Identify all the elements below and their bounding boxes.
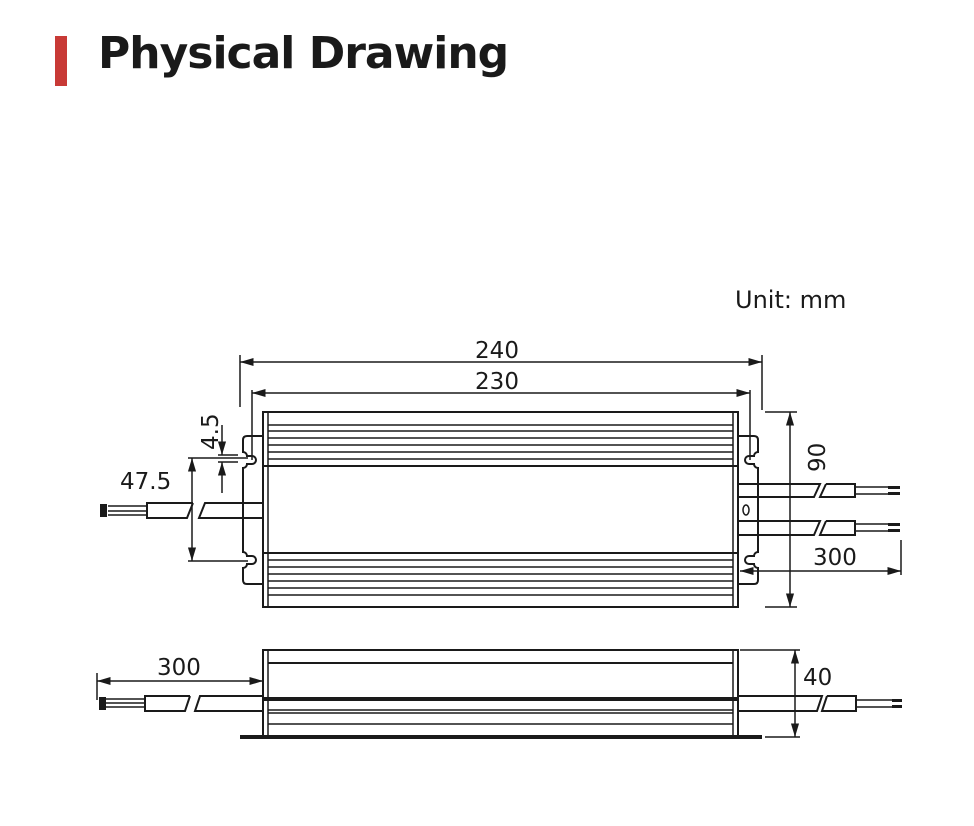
housing-side xyxy=(240,649,762,739)
dimension-47-5: 47.5 xyxy=(120,457,248,562)
input-cable-left xyxy=(100,502,263,519)
dimension-240: 240 xyxy=(239,338,763,410)
dimension-40: 40 xyxy=(740,649,832,738)
dimension-300-side: 300 xyxy=(96,655,263,700)
dimension-label: 40 xyxy=(803,665,832,691)
dimension-label: 4.5 xyxy=(198,413,224,450)
dimension-90: 90 xyxy=(765,411,831,608)
output-cable-side xyxy=(738,695,902,712)
dimension-label: 300 xyxy=(813,545,857,571)
dimension-label: 300 xyxy=(157,655,201,681)
dimension-label: 240 xyxy=(475,338,519,364)
page-title: Physical Drawing xyxy=(98,28,509,79)
mounting-flange-right xyxy=(738,435,759,585)
input-cable-side xyxy=(99,695,263,712)
unit-label: Unit: mm xyxy=(735,286,847,314)
dimension-300-top: 300 xyxy=(740,540,902,576)
vent-hole-icon xyxy=(742,504,750,516)
side-view: 300 40 xyxy=(96,649,902,739)
dimension-label: 230 xyxy=(475,369,519,395)
dimension-230: 230 xyxy=(251,369,751,460)
dimension-label: 90 xyxy=(805,443,831,472)
top-view: 240 230 4.5 47.5 90 xyxy=(100,338,902,608)
housing-top xyxy=(262,411,739,608)
dimension-4-5: 4.5 xyxy=(198,413,238,493)
cooling-fins-top xyxy=(263,424,738,467)
title-accent-bar xyxy=(55,36,67,86)
cooling-fins-bottom xyxy=(263,552,738,596)
dimension-label: 47.5 xyxy=(120,469,171,495)
output-cable-lower xyxy=(738,520,900,536)
mounting-flange-left xyxy=(242,435,263,585)
output-cable-upper xyxy=(738,483,900,498)
